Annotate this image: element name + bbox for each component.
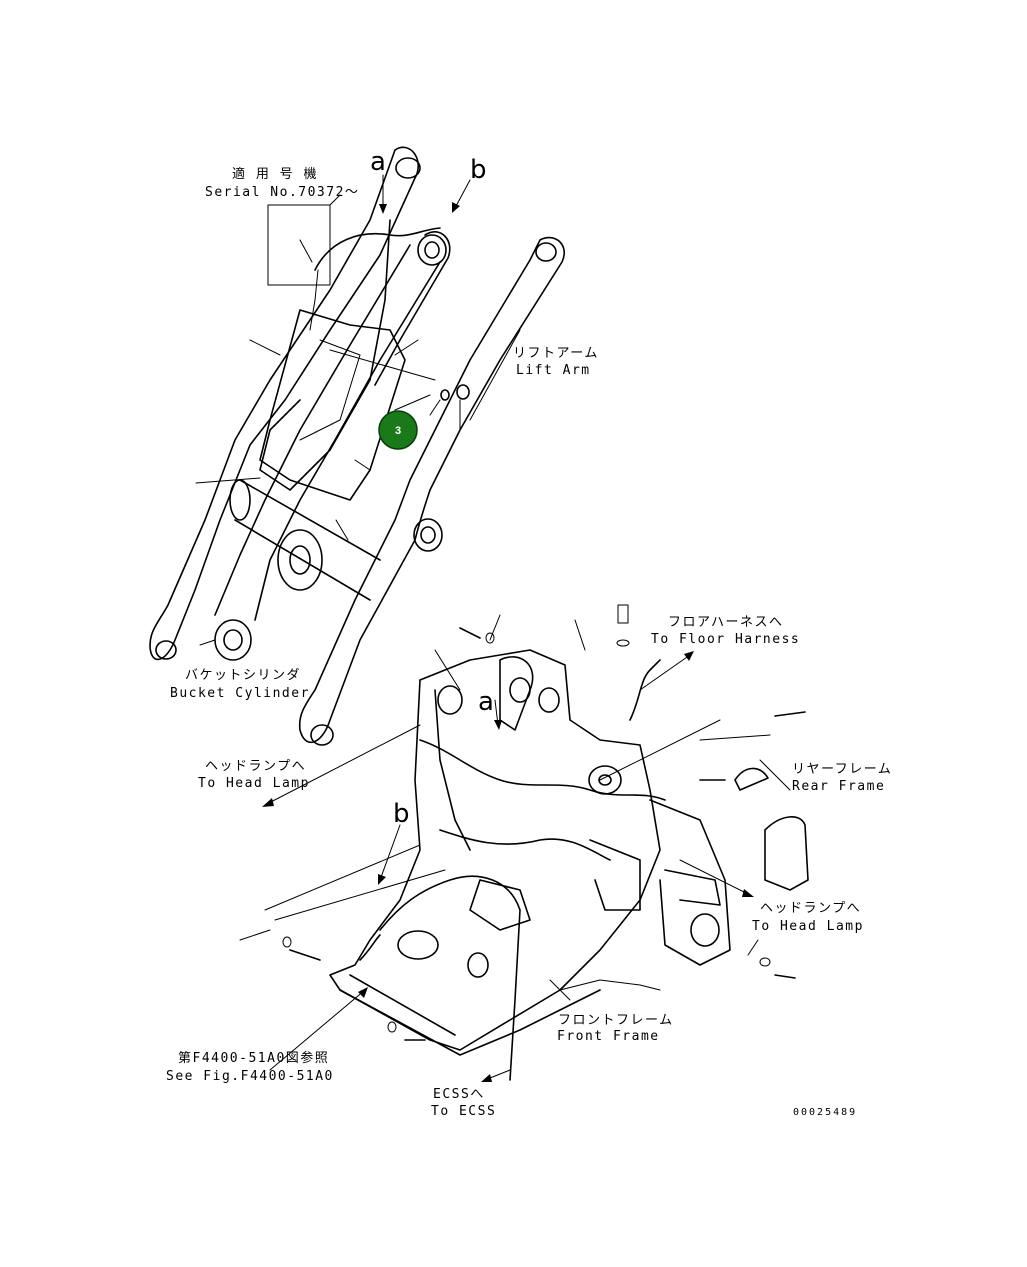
lift-arm-assembly [149,146,565,746]
view-b-label-top: b [470,155,487,185]
drawing-number: 00025489 [793,1107,857,1118]
front-frame-label-jp: フロントフレーム [558,1013,674,1028]
floor-harness-label-en: To Floor Harness [651,632,800,647]
front-frame-label-en: Front Frame [557,1029,660,1044]
rear-frame-label-jp: リヤーフレーム [792,762,892,777]
ecss-label-jp: ECSSへ [433,1087,485,1102]
see-fig-label-jp: 第F4400-51A0図参照 [178,1050,329,1066]
serial-label-jp: 適 用 号 機 [232,166,318,182]
head-lamp-left-label-en: To Head Lamp [198,776,310,791]
view-a-label-top: a [370,147,386,177]
bucket-cylinder-label-jp: バケットシリンダ [185,668,301,683]
serial-range-box [267,204,331,286]
ecss-label-en: To ECSS [431,1104,496,1119]
see-fig-label-en: See Fig.F4400-51A0 [166,1069,334,1084]
floor-harness-label-jp: フロアハーネスへ [668,615,783,630]
callout-3[interactable]: 3 [378,410,418,450]
rear-frame-label-en: Rear Frame [792,779,885,794]
view-a-label-lower: a [478,687,494,717]
view-b-label-lower: b [393,799,410,829]
head-lamp-right-label-jp: ヘッドランプへ [760,901,861,916]
serial-label-en: Serial No.70372～ [205,185,359,200]
lift-arm-label-en: Lift Arm [516,363,591,378]
lift-arm-label-jp: リフトアーム [513,346,599,361]
frame-assembly [239,604,809,1082]
callout-circle[interactable] [378,410,418,450]
callout-number: 3 [395,425,401,437]
bucket-cylinder-label-en: Bucket Cylinder [170,686,310,701]
head-lamp-left-label-jp: ヘッドランプへ [205,759,306,774]
head-lamp-right-label-en: To Head Lamp [752,919,864,934]
